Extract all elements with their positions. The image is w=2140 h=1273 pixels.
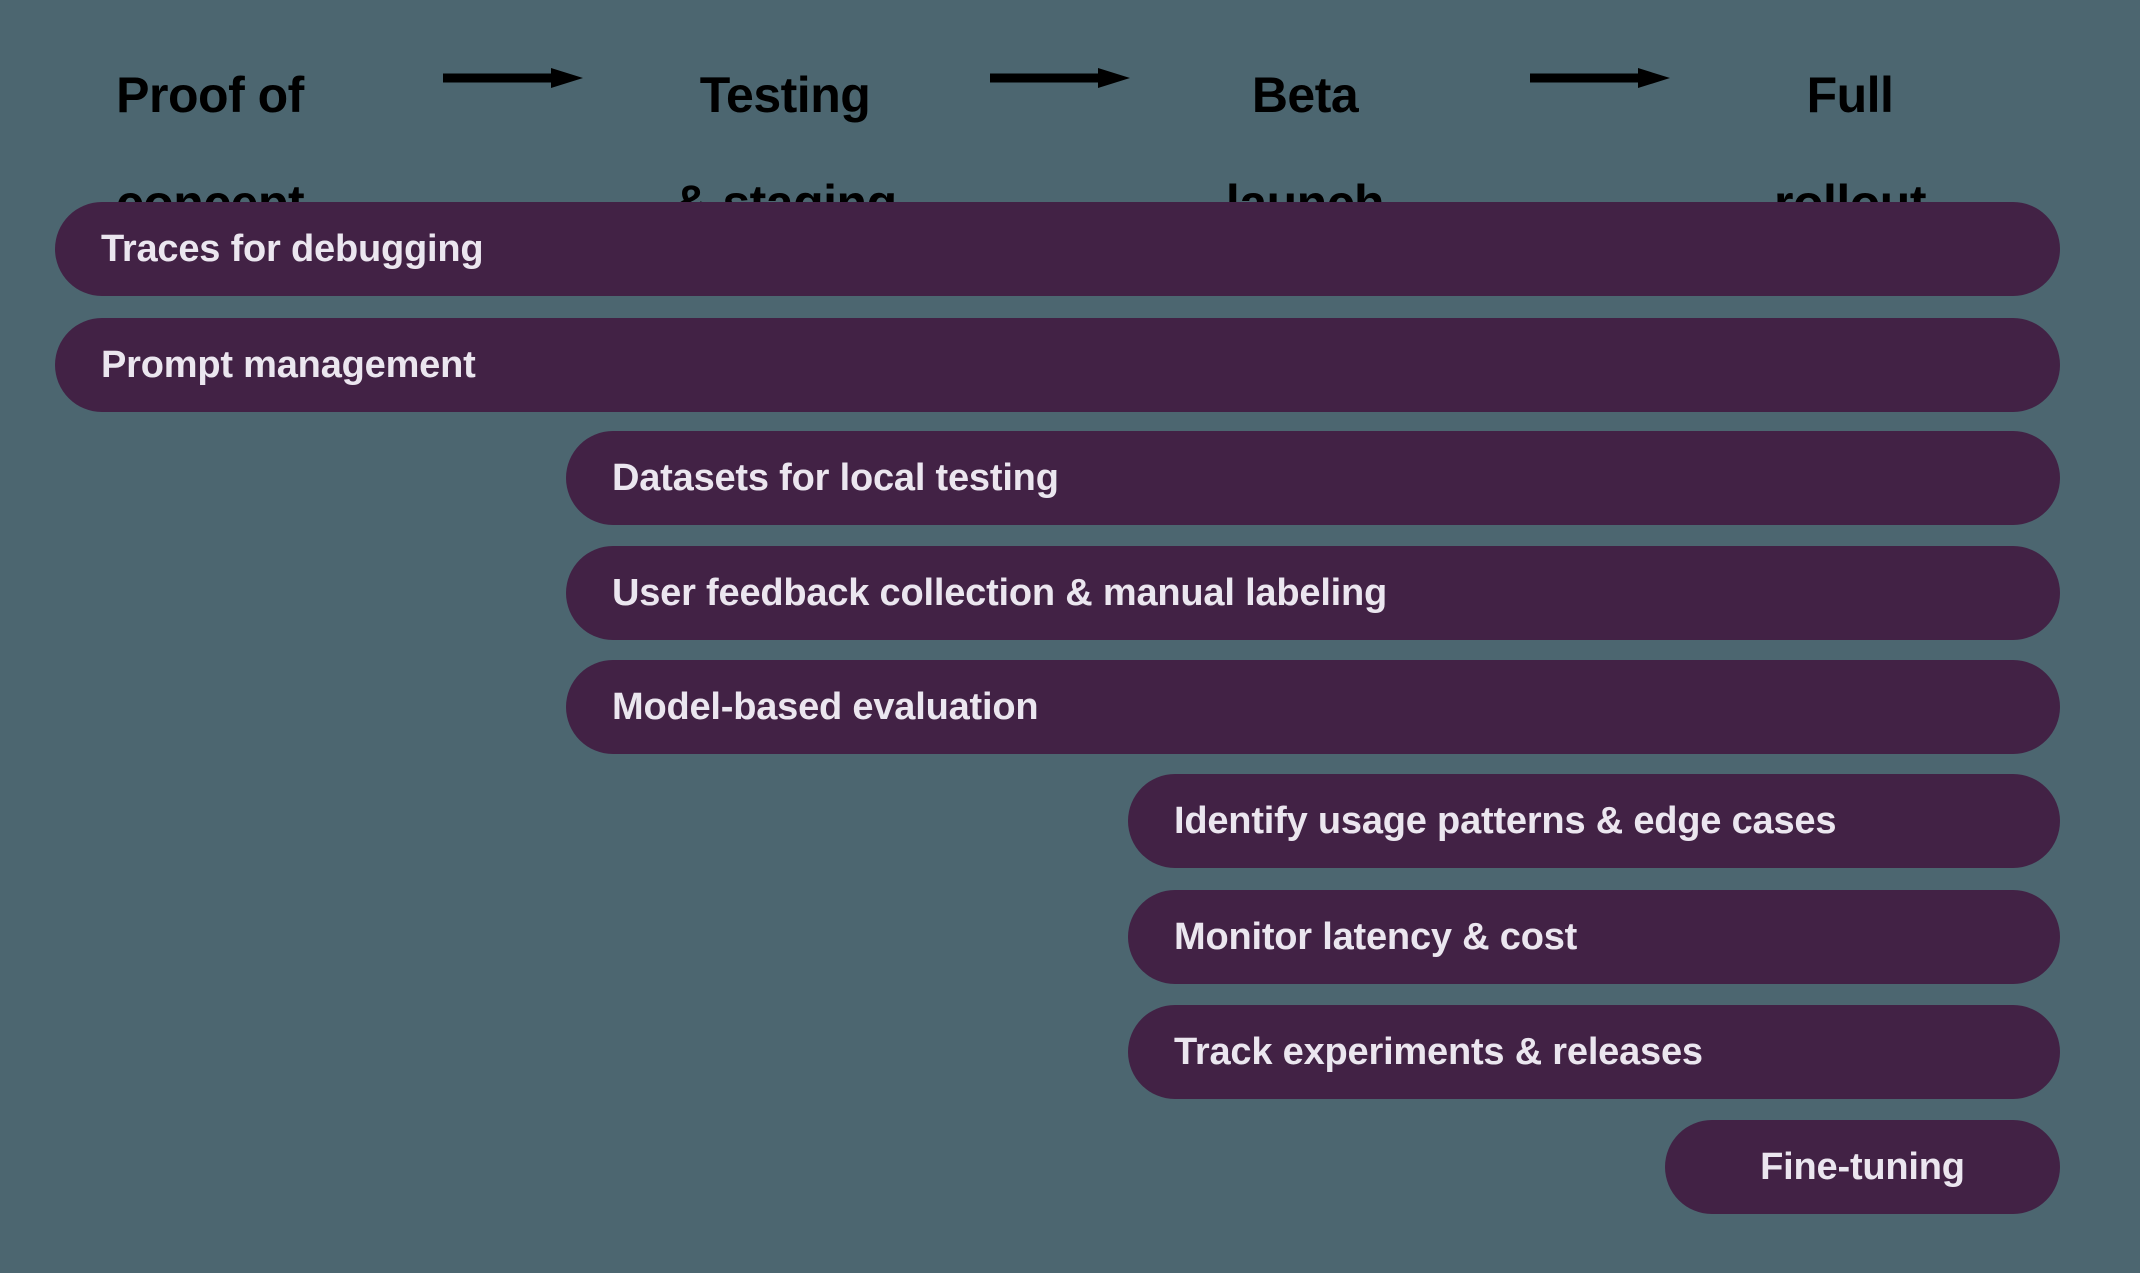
capability-bar-label: Model-based evaluation	[612, 685, 1039, 728]
capability-bar: Traces for debugging	[55, 202, 2060, 296]
capability-bar: Prompt management	[55, 318, 2060, 412]
capability-bar-label: User feedback collection & manual labeli…	[612, 571, 1388, 614]
capability-bar: Model-based evaluation	[566, 660, 2060, 754]
arrow-right-icon	[1530, 68, 1670, 88]
stage-label-line1: Full	[1806, 67, 1894, 123]
capability-bar-label: Traces for debugging	[101, 227, 484, 270]
capability-bar-label: Monitor latency & cost	[1174, 915, 1578, 958]
stage-label-line1: Proof of	[116, 67, 304, 123]
arrow-right-icon	[990, 68, 1130, 88]
stage-label-line1: Beta	[1251, 67, 1359, 123]
capability-bar: Identify usage patterns & edge cases	[1128, 774, 2060, 868]
arrow-right-icon	[443, 68, 583, 88]
capability-bar-label: Identify usage patterns & edge cases	[1174, 799, 1837, 842]
capability-bar: Datasets for local testing	[566, 431, 2060, 525]
capability-bar: User feedback collection & manual labeli…	[566, 546, 2060, 640]
capability-bar-label: Track experiments & releases	[1174, 1030, 1703, 1073]
capability-bar-label: Fine-tuning	[1760, 1145, 1965, 1188]
capability-bar-label: Prompt management	[101, 343, 476, 386]
stage-label-line1: Testing	[699, 67, 871, 123]
capability-bar-label: Datasets for local testing	[612, 456, 1059, 499]
capability-bar: Monitor latency & cost	[1128, 890, 2060, 984]
capability-bar: Fine-tuning	[1665, 1120, 2060, 1214]
stage-header-row: Proof of concept Testing & staging Beta …	[0, 0, 2140, 230]
capability-bar: Track experiments & releases	[1128, 1005, 2060, 1099]
